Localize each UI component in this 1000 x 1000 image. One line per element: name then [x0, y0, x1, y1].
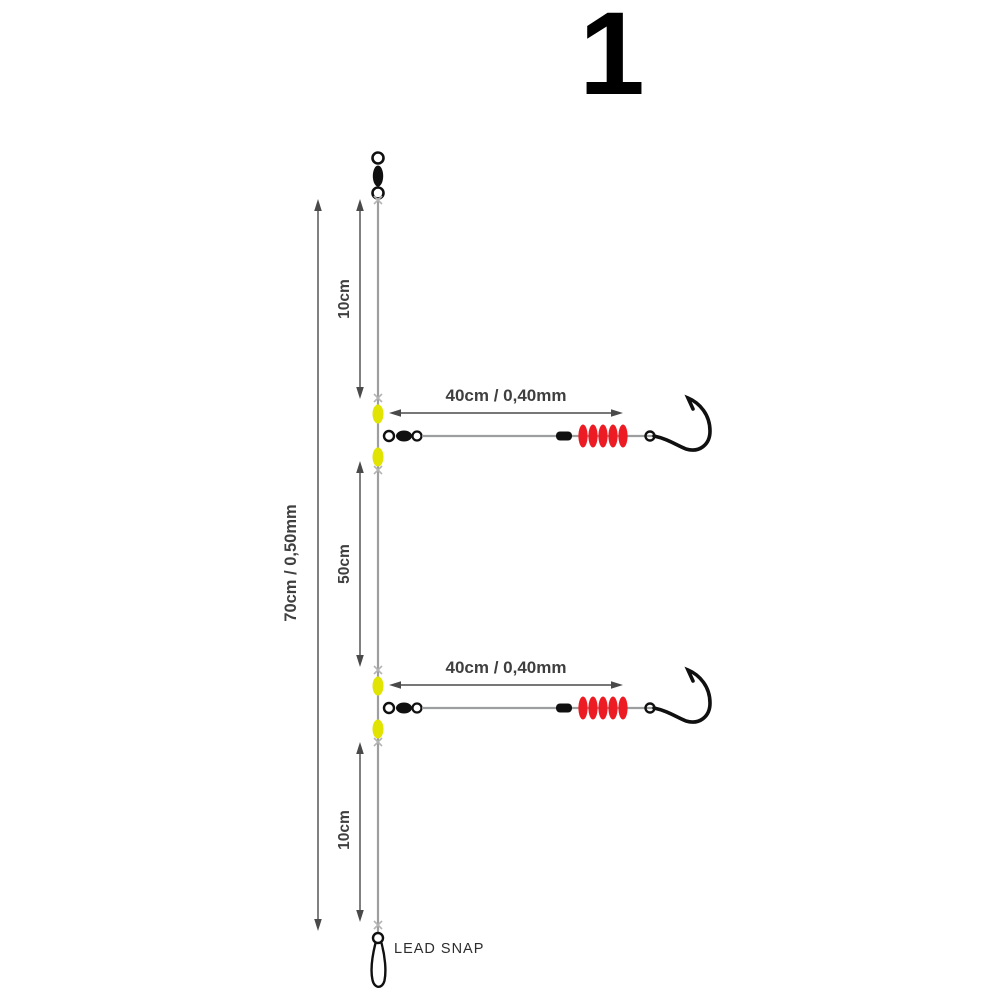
swivel-eye-icon — [382, 701, 396, 715]
dimension-overall: 70cm / 0,50mm — [282, 199, 322, 931]
arrow-up-icon — [356, 742, 364, 754]
red-bead — [588, 696, 598, 720]
red-bead-stack — [578, 696, 628, 720]
top-segment-label: 10cm — [336, 279, 353, 319]
dropper-swivel-icon — [382, 429, 423, 443]
figure-number: 1 — [579, 0, 645, 120]
bottom-segment-label: 10cm — [336, 810, 353, 850]
line-stop-cross — [373, 465, 383, 475]
dimension-top-segment: 10cm — [336, 199, 364, 399]
line-stop-cross — [373, 195, 383, 205]
swivel-eye-icon — [411, 702, 423, 714]
red-bead — [618, 424, 628, 448]
red-bead — [578, 424, 588, 448]
arrow-up-icon — [356, 199, 364, 211]
hook-bend-icon — [652, 666, 712, 724]
swivel-eye-icon — [411, 430, 423, 442]
red-bead — [608, 696, 618, 720]
dropper-dimension: 40cm / 0,40mm — [389, 658, 623, 689]
arrow-down-icon — [356, 387, 364, 399]
dropper-dimension: 40cm / 0,40mm — [389, 386, 623, 417]
snap-loop-icon — [370, 941, 387, 988]
yellow-bead — [372, 676, 384, 696]
arrow-down-icon — [356, 655, 364, 667]
red-bead — [598, 696, 608, 720]
yellow-bead — [372, 719, 384, 739]
arrow-up-icon — [356, 461, 364, 473]
dropper-1: 40cm / 0,40mm — [372, 386, 712, 467]
arrow-right-icon — [611, 681, 623, 689]
hook-icon — [644, 394, 712, 452]
hook-icon — [644, 666, 712, 724]
red-bead — [608, 424, 618, 448]
crimp-sleeve-icon — [556, 703, 572, 713]
lead-snap-label: LEAD SNAP — [394, 941, 484, 957]
dimension-bottom-segment: 10cm — [336, 742, 364, 922]
red-bead — [618, 696, 628, 720]
red-bead-stack — [578, 424, 628, 448]
line-stop-cross — [373, 393, 383, 403]
arrow-left-icon — [389, 681, 401, 689]
line-stop-cross — [373, 665, 383, 675]
red-bead — [598, 424, 608, 448]
overall-length-label: 70cm / 0,50mm — [282, 504, 300, 621]
arrow-up-icon — [314, 199, 322, 211]
snap-eye-icon — [371, 931, 385, 945]
red-bead — [588, 424, 598, 448]
arrow-right-icon — [611, 409, 623, 417]
swivel-barrel-icon — [396, 430, 412, 442]
dropper-length-label: 40cm / 0,40mm — [446, 386, 567, 405]
middle-segment-label: 50cm — [336, 544, 353, 584]
arrow-down-icon — [356, 910, 364, 922]
dimension-middle-segment: 50cm — [336, 461, 364, 667]
swivel-barrel-icon — [396, 702, 412, 714]
line-stop-cross — [373, 737, 383, 747]
dropper-swivel-icon — [382, 701, 423, 715]
swivel-barrel-icon — [372, 165, 384, 187]
yellow-bead — [372, 447, 384, 467]
dropper-2: 40cm / 0,40mm — [372, 658, 712, 739]
line-stop-cross — [373, 920, 383, 930]
hook-bend-icon — [652, 394, 712, 452]
top-swivel-icon — [371, 151, 385, 200]
swivel-eye-icon — [371, 151, 385, 165]
crimp-sleeve-icon — [556, 431, 572, 441]
red-bead — [578, 696, 588, 720]
swivel-eye-icon — [382, 429, 396, 443]
dropper-length-label: 40cm / 0,40mm — [446, 658, 567, 677]
arrow-left-icon — [389, 409, 401, 417]
arrow-down-icon — [314, 919, 322, 931]
lead-snap-icon — [370, 931, 387, 988]
yellow-bead — [372, 404, 384, 424]
